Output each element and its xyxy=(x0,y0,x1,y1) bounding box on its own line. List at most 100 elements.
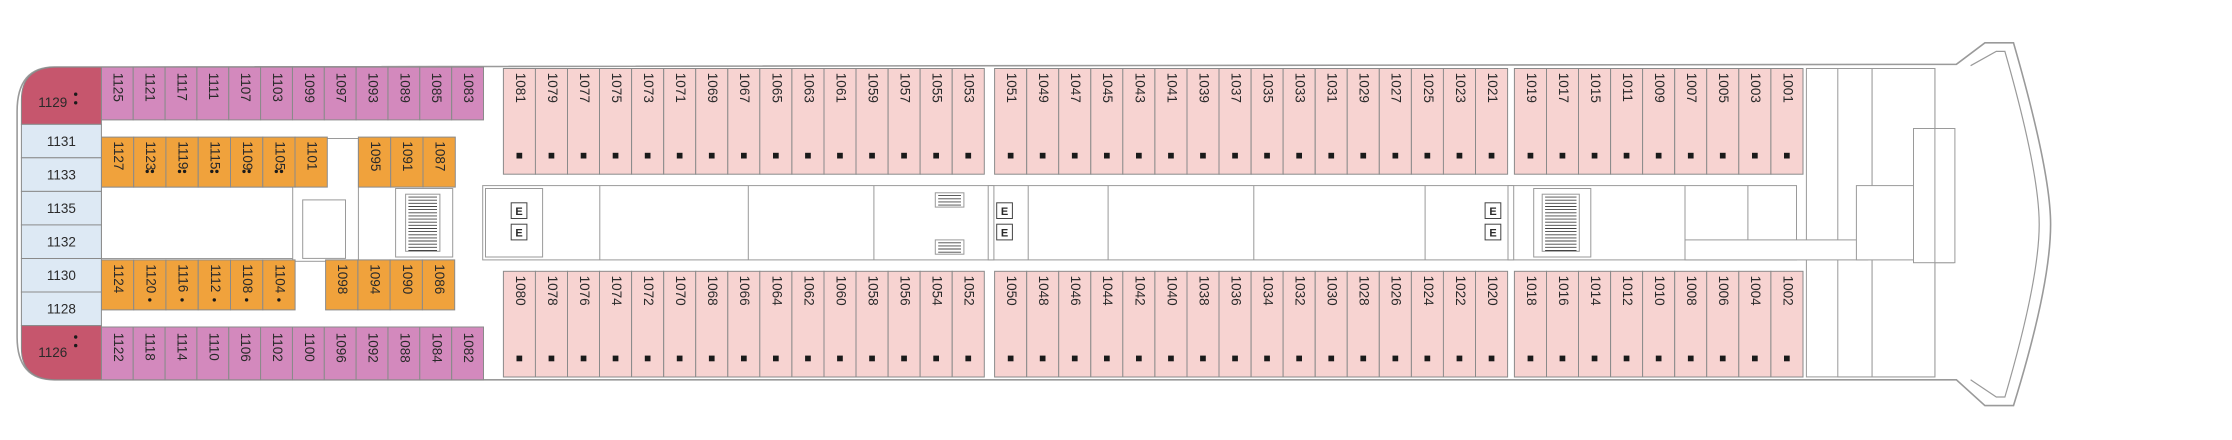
balcony-square xyxy=(1264,355,1270,362)
cabin-1127 xyxy=(100,136,135,188)
cabin-label: 1095 xyxy=(368,141,383,171)
cabin-label: 1012 xyxy=(1620,276,1635,306)
cabin-label: 1009 xyxy=(1652,73,1667,103)
balcony-square xyxy=(773,152,779,159)
cabin-label: 1028 xyxy=(1357,276,1372,306)
cabin-1031 xyxy=(1314,68,1348,175)
cabin-1056 xyxy=(887,270,921,378)
cabin-label: 1104 xyxy=(272,264,287,294)
cabin-1115 xyxy=(197,136,231,188)
cabin-label: 1081 xyxy=(513,73,528,103)
cabin-label: 1103 xyxy=(270,73,285,102)
cabin-label: 1122 xyxy=(111,333,126,362)
connecting-dot xyxy=(74,335,78,339)
cabin-label: 1010 xyxy=(1652,276,1667,306)
lift-icon xyxy=(996,223,1013,241)
cabin-label: 1034 xyxy=(1261,276,1276,307)
aft-service xyxy=(1684,239,1869,261)
balcony-square xyxy=(1424,152,1431,159)
balcony-square xyxy=(1071,355,1078,362)
cabin-1092 xyxy=(355,326,389,381)
balcony-square xyxy=(1136,152,1142,159)
cabin-label: 1130 xyxy=(47,268,76,283)
balcony-square xyxy=(869,355,875,362)
forward-lift-lobby xyxy=(485,188,544,258)
balcony-square xyxy=(1168,355,1174,362)
cabin-label: 1057 xyxy=(898,73,913,103)
balcony-square xyxy=(965,152,972,159)
cabin-label: 1060 xyxy=(833,276,848,306)
cabin-label: 1109 xyxy=(240,141,255,170)
cabin-label: 1011 xyxy=(1620,73,1635,102)
balcony-square xyxy=(644,152,651,159)
cabin-1088 xyxy=(387,326,421,381)
cabin-label: 1119 xyxy=(176,141,191,169)
connecting-dot xyxy=(277,298,281,302)
cabin-label: 1101 xyxy=(305,141,320,170)
cabin-label: 1007 xyxy=(1684,73,1699,103)
cabin-label: 1059 xyxy=(865,73,880,103)
connecting-dot xyxy=(212,298,216,302)
cabin-label: 1064 xyxy=(769,276,784,307)
cabin-label: 1135 xyxy=(47,201,76,216)
cabin-label: 1132 xyxy=(47,235,76,250)
cabin-label: 1018 xyxy=(1524,276,1539,306)
cabin-label: 1112 xyxy=(208,264,223,292)
connecting-dot xyxy=(274,169,278,174)
balcony-square xyxy=(1296,152,1302,159)
cabin-label: 1044 xyxy=(1100,276,1115,307)
balcony-square xyxy=(1328,355,1335,362)
midship-stairs-bottom xyxy=(934,239,965,255)
cabin-label: 1069 xyxy=(705,73,720,103)
cabin-label: 1043 xyxy=(1132,73,1147,103)
cabin-label: 1004 xyxy=(1748,276,1763,307)
balcony-square xyxy=(1168,152,1174,159)
balcony-square xyxy=(901,152,907,159)
cabin-label: 1065 xyxy=(769,73,784,103)
balcony-square xyxy=(1752,355,1758,362)
connecting-dot xyxy=(182,169,187,174)
cabin-label: 1125 xyxy=(111,73,126,102)
cabin-label: 1032 xyxy=(1293,276,1308,306)
balcony-square xyxy=(1264,152,1270,159)
lift-icon xyxy=(996,202,1013,220)
balcony-square xyxy=(1527,355,1534,362)
connecting-dot xyxy=(150,169,155,174)
cabin-label: 1055 xyxy=(930,73,945,103)
connecting-dot xyxy=(145,169,149,174)
cabin-1133 xyxy=(20,157,102,192)
cabin-label: 1061 xyxy=(833,73,848,103)
cabin-1101 xyxy=(294,136,328,188)
cabin-1093 xyxy=(355,66,389,121)
cabin-label: 1076 xyxy=(577,276,592,306)
connecting-dot xyxy=(247,169,251,174)
balcony-square xyxy=(1007,152,1014,159)
balcony-square xyxy=(1136,355,1142,362)
balcony-square xyxy=(1687,152,1694,159)
cabin-label: 1003 xyxy=(1748,73,1763,103)
cabin-label: 1067 xyxy=(737,73,752,103)
cabin-label: 1086 xyxy=(432,264,447,294)
cabin-label: 1042 xyxy=(1132,276,1147,306)
cabin-label: 1105 xyxy=(272,141,287,170)
balcony-square xyxy=(1296,355,1302,362)
cabin-1119 xyxy=(165,136,199,188)
connecting-dot xyxy=(244,298,249,302)
cabin-label: 1089 xyxy=(397,73,412,103)
cabin-label: 1082 xyxy=(461,333,476,363)
cabin-label: 1020 xyxy=(1485,276,1500,306)
cabin-label: 1116 xyxy=(176,264,191,292)
fire-door xyxy=(987,185,995,261)
cabin-label: 1052 xyxy=(962,276,977,306)
cabin-label: 1128 xyxy=(47,302,76,317)
connecting-dot xyxy=(215,169,219,174)
balcony-square xyxy=(676,152,683,159)
balcony-square xyxy=(1007,355,1014,362)
main-corridor xyxy=(482,185,1798,261)
cabin-label: 1110 xyxy=(206,333,221,361)
cabin-label: 1001 xyxy=(1780,73,1795,103)
cabin-label: 1068 xyxy=(705,276,720,306)
cabin-label: 1051 xyxy=(1004,73,1019,103)
